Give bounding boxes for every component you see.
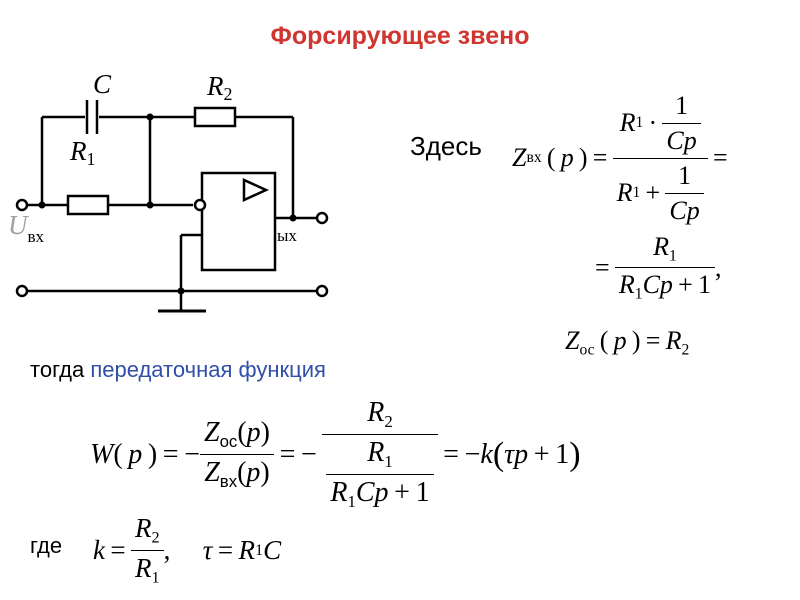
junction-dot bbox=[146, 201, 154, 209]
text-togda: тогда bbox=[30, 357, 85, 382]
junction-dot bbox=[146, 113, 154, 121]
output-terminal-ground bbox=[315, 284, 329, 298]
resistor-R1 bbox=[66, 194, 110, 216]
output-terminal bbox=[315, 211, 329, 225]
label-C: C bbox=[93, 69, 112, 99]
junction-dot bbox=[38, 201, 46, 209]
formula-zoc: Zос ( p ) = R2 bbox=[565, 326, 690, 359]
text-transfer-line: тогда передаточная функция bbox=[30, 357, 326, 383]
input-terminal bbox=[15, 198, 29, 212]
label-Uin: Uвх bbox=[8, 210, 45, 246]
circuit-diagram: C R2 R1 Uвх ых bbox=[8, 69, 329, 313]
opamp bbox=[200, 171, 277, 272]
input-terminal-ground bbox=[15, 284, 29, 298]
junction-dot bbox=[177, 287, 185, 295]
text-transfer-function: передаточная функция bbox=[90, 357, 326, 382]
label-Uout-sub: ых bbox=[277, 226, 297, 245]
resistor-R2 bbox=[193, 106, 237, 128]
label-R2: R2 bbox=[206, 71, 233, 104]
label-R1: R1 bbox=[69, 136, 96, 169]
formula-transfer: W( p ) = − Zос(p) Zвх(p) = − R2 R1 R1Cp … bbox=[90, 397, 581, 511]
junction-dot bbox=[289, 214, 297, 222]
text-zdes: Здесь bbox=[410, 131, 482, 161]
inverting-input bbox=[193, 198, 207, 212]
opamp-triangle-icon bbox=[242, 178, 270, 202]
formula-zin-simplified: = R1 R1Cp + 1 , bbox=[595, 232, 722, 303]
text-gde: где bbox=[30, 533, 63, 558]
slide-title: Форсирующее звено bbox=[270, 22, 530, 50]
